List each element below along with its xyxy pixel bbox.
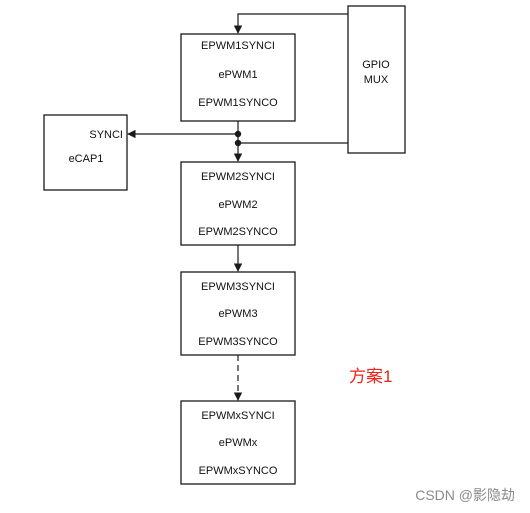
watermark: CSDN @影隐劫 xyxy=(415,487,515,503)
epwm1-box xyxy=(180,33,296,122)
ecap1-box xyxy=(43,114,128,191)
gpio-mux-line2: MUX xyxy=(364,74,389,86)
epwmx-box xyxy=(180,400,296,485)
epwmx-sync-out-label: EPWMxSYNCO xyxy=(199,465,278,477)
ecap1-name-label: eCAP1 xyxy=(69,153,104,165)
epwm3-sync-out-label: EPWM3SYNCO xyxy=(198,336,278,348)
scheme-label: 方案1 xyxy=(349,367,392,386)
epwm1-name-label: ePWM1 xyxy=(218,69,257,81)
epwm3-block: EPWM3SYNCI ePWM3 EPWM3SYNCO xyxy=(180,271,296,356)
epwm2-name-label: ePWM2 xyxy=(218,199,257,211)
epwm1-sync-in-label: EPWM1SYNCI xyxy=(201,40,275,52)
epwm3-box xyxy=(180,271,296,356)
epwm2-sync-out-label: EPWM2SYNCO xyxy=(198,226,278,238)
epwmx-name-label: ePWMx xyxy=(219,437,258,449)
epwm1-block: EPWM1SYNCI ePWM1 EPWM1SYNCO xyxy=(180,33,296,122)
epwm3-sync-in-label: EPWM3SYNCI xyxy=(201,281,275,293)
gpio-mux-line1: GPIO xyxy=(362,59,390,71)
gpio-mux-block: GPIO MUX xyxy=(347,5,406,154)
epwm2-block: EPWM2SYNCI ePWM2 EPWM2SYNCO xyxy=(180,161,296,246)
epwmx-sync-in-label: EPWMxSYNCI xyxy=(201,410,274,422)
epwm2-box xyxy=(180,161,296,246)
junction-dot-gpio xyxy=(234,139,242,147)
gpio-mux-box xyxy=(347,5,406,154)
epwm3-name-label: ePWM3 xyxy=(218,308,257,320)
epwm1-sync-out-label: EPWM1SYNCO xyxy=(198,97,278,109)
junction-dot-ecap xyxy=(234,130,242,138)
ecap1-sync-in-label: SYNCI xyxy=(89,129,123,141)
epwmx-block: EPWMxSYNCI ePWMx EPWMxSYNCO xyxy=(180,400,296,485)
epwm2-sync-in-label: EPWM2SYNCI xyxy=(201,171,275,183)
gpio-to-epwm1-arrow xyxy=(233,13,348,34)
ecap1-block: SYNCI eCAP1 xyxy=(43,114,128,191)
